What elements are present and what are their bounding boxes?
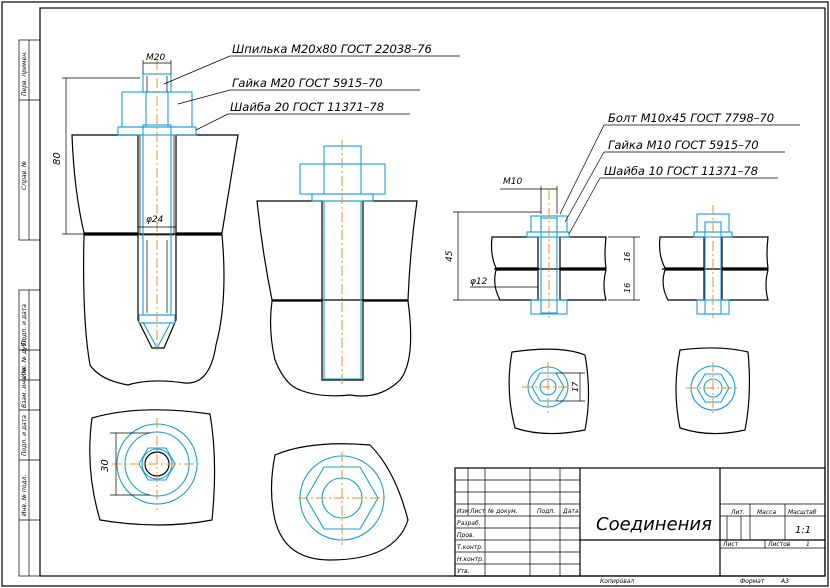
dim-stud-wrench: 30 — [100, 459, 111, 472]
stud-joint-simplified — [256, 140, 418, 397]
dim-stud-hole: φ24 — [146, 215, 164, 225]
dim-bolt-length: 45 — [445, 250, 455, 262]
tb-masshtab: Масштаб — [788, 509, 817, 516]
bolt-top-view-right — [675, 347, 751, 435]
dim-stud-length: 80 — [52, 152, 63, 165]
dim-stud-thread: М20 — [146, 53, 165, 63]
dim-bolt-thread: М10 — [503, 177, 522, 187]
bolt-joint-section: 45 М10 φ12 16 16 Болт М10х45 ГОСТ 7798–7… — [445, 111, 800, 318]
bolt-joint-simplified — [658, 205, 769, 318]
tb-tkontr: Т.контр. — [457, 544, 483, 551]
callout-bolt-washer: Шайба 10 ГОСТ 11371–78 — [604, 164, 758, 178]
dim-bolt-t1: 16 — [623, 252, 632, 262]
stamp-podp1: Подп. и дата — [21, 304, 28, 345]
callout-stud-washer: Шайба 20 ГОСТ 11371–78 — [230, 100, 384, 114]
callout-bolt: Болт М10х45 ГОСТ 7798–70 — [608, 111, 774, 125]
stamp-podp2: Подп. и дата — [21, 415, 28, 456]
tb-podp: Подп. — [537, 508, 555, 515]
stamp-dubl: Инв. № дубл. — [21, 337, 28, 378]
tb-copied: Копировал — [600, 578, 634, 585]
side-stamp: Перв. примен. Справ. № Подп. и дата Инв.… — [18, 39, 41, 577]
tb-prov: Пров. — [457, 532, 475, 539]
tb-data: Дата — [562, 508, 579, 515]
tb-sheet: Лист — [722, 541, 739, 548]
callout-stud: Шпилька М20х80 ГОСТ 22038–76 — [232, 42, 432, 56]
tb-sheets: Листов — [767, 541, 791, 548]
callout-stud-nut: Гайка М20 ГОСТ 5915–70 — [232, 76, 383, 90]
stud-top-view-left: 30 — [89, 409, 216, 526]
tb-format: Формат — [740, 578, 765, 585]
stud-top-view-right — [270, 443, 409, 561]
tb-sheets-count: 1 — [806, 541, 810, 548]
tb-izm: Изм — [457, 508, 470, 515]
dim-bolt-hole: φ12 — [470, 277, 488, 287]
stud-joint-section: 80 М20 φ24 Шпилька М20х80 ГОСТ 22038–76 … — [52, 42, 460, 386]
stamp-podl: Инв. № подл. — [21, 475, 28, 516]
tb-utv: Утв. — [457, 568, 470, 575]
tb-dokum: № докум. — [487, 508, 518, 515]
stamp-sprav: Справ. № — [21, 161, 28, 190]
tb-list: Лист — [469, 508, 486, 515]
tb-lit: Лит. — [730, 509, 745, 516]
tb-format-value: А3 — [780, 578, 789, 585]
inner-frame — [39, 7, 826, 577]
tb-scale: 1:1 — [795, 525, 811, 536]
tb-razrab: Разраб. — [457, 520, 481, 527]
drawing-title: Соединения — [596, 514, 712, 535]
dim-bolt-wrench: 17 — [571, 381, 580, 392]
tb-massa: Масса — [757, 509, 776, 516]
callout-bolt-nut: Гайка М10 ГОСТ 5915–70 — [608, 138, 759, 152]
stamp-perv: Перв. примен. — [21, 51, 28, 96]
dim-bolt-t2: 16 — [623, 283, 632, 293]
stamp-vzam: Взам. инв. № — [21, 367, 28, 408]
tb-nkontr: Н.контр. — [457, 556, 484, 563]
bolt-top-view-left: 17 — [508, 348, 590, 435]
title-block: Изм Лист № докум. Подп. Дата Разраб. Про… — [454, 467, 826, 585]
